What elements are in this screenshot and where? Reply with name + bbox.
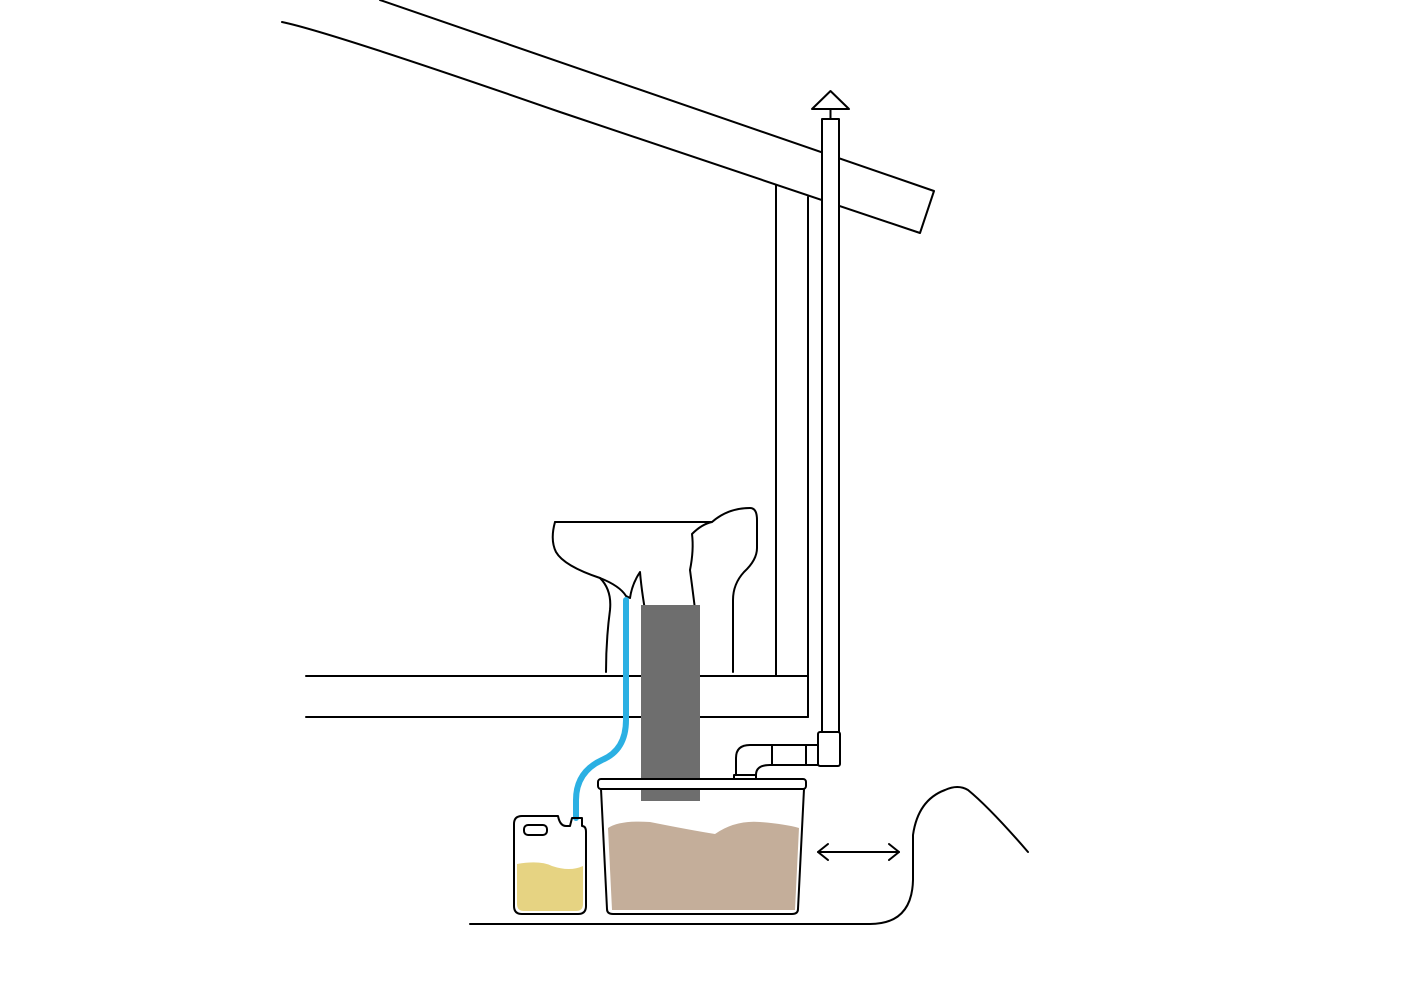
compost-container bbox=[597, 778, 807, 915]
roof bbox=[281, 0, 935, 234]
roof-underside bbox=[281, 0, 935, 234]
vent-cap-icon bbox=[811, 90, 850, 110]
urine-funnel bbox=[599, 571, 649, 627]
vent-pipe bbox=[811, 90, 850, 733]
vent-connector bbox=[733, 731, 841, 782]
container-body bbox=[600, 788, 805, 915]
urine-hose bbox=[573, 597, 629, 821]
floor bbox=[305, 675, 809, 718]
double-arrow-icon bbox=[817, 843, 900, 861]
solids-chute bbox=[641, 605, 700, 801]
vent-pipe-body bbox=[821, 118, 840, 733]
urine-canister bbox=[513, 815, 587, 915]
urine-level bbox=[517, 862, 583, 911]
arrow-head-right bbox=[888, 843, 900, 861]
container-lid bbox=[597, 778, 807, 790]
canister-body bbox=[513, 815, 587, 915]
ground-line bbox=[469, 786, 1029, 925]
toilet-pedestal bbox=[551, 507, 758, 673]
wall bbox=[775, 184, 809, 677]
vent-pipe-elbow bbox=[817, 731, 841, 767]
toilet-front-outline bbox=[551, 521, 612, 673]
canister-handle bbox=[523, 824, 548, 836]
arrow-head-left bbox=[817, 843, 829, 861]
toilet-bowl-outline bbox=[554, 507, 758, 673]
compost-fill bbox=[608, 821, 799, 910]
toilet-seat-divider bbox=[689, 521, 713, 627]
